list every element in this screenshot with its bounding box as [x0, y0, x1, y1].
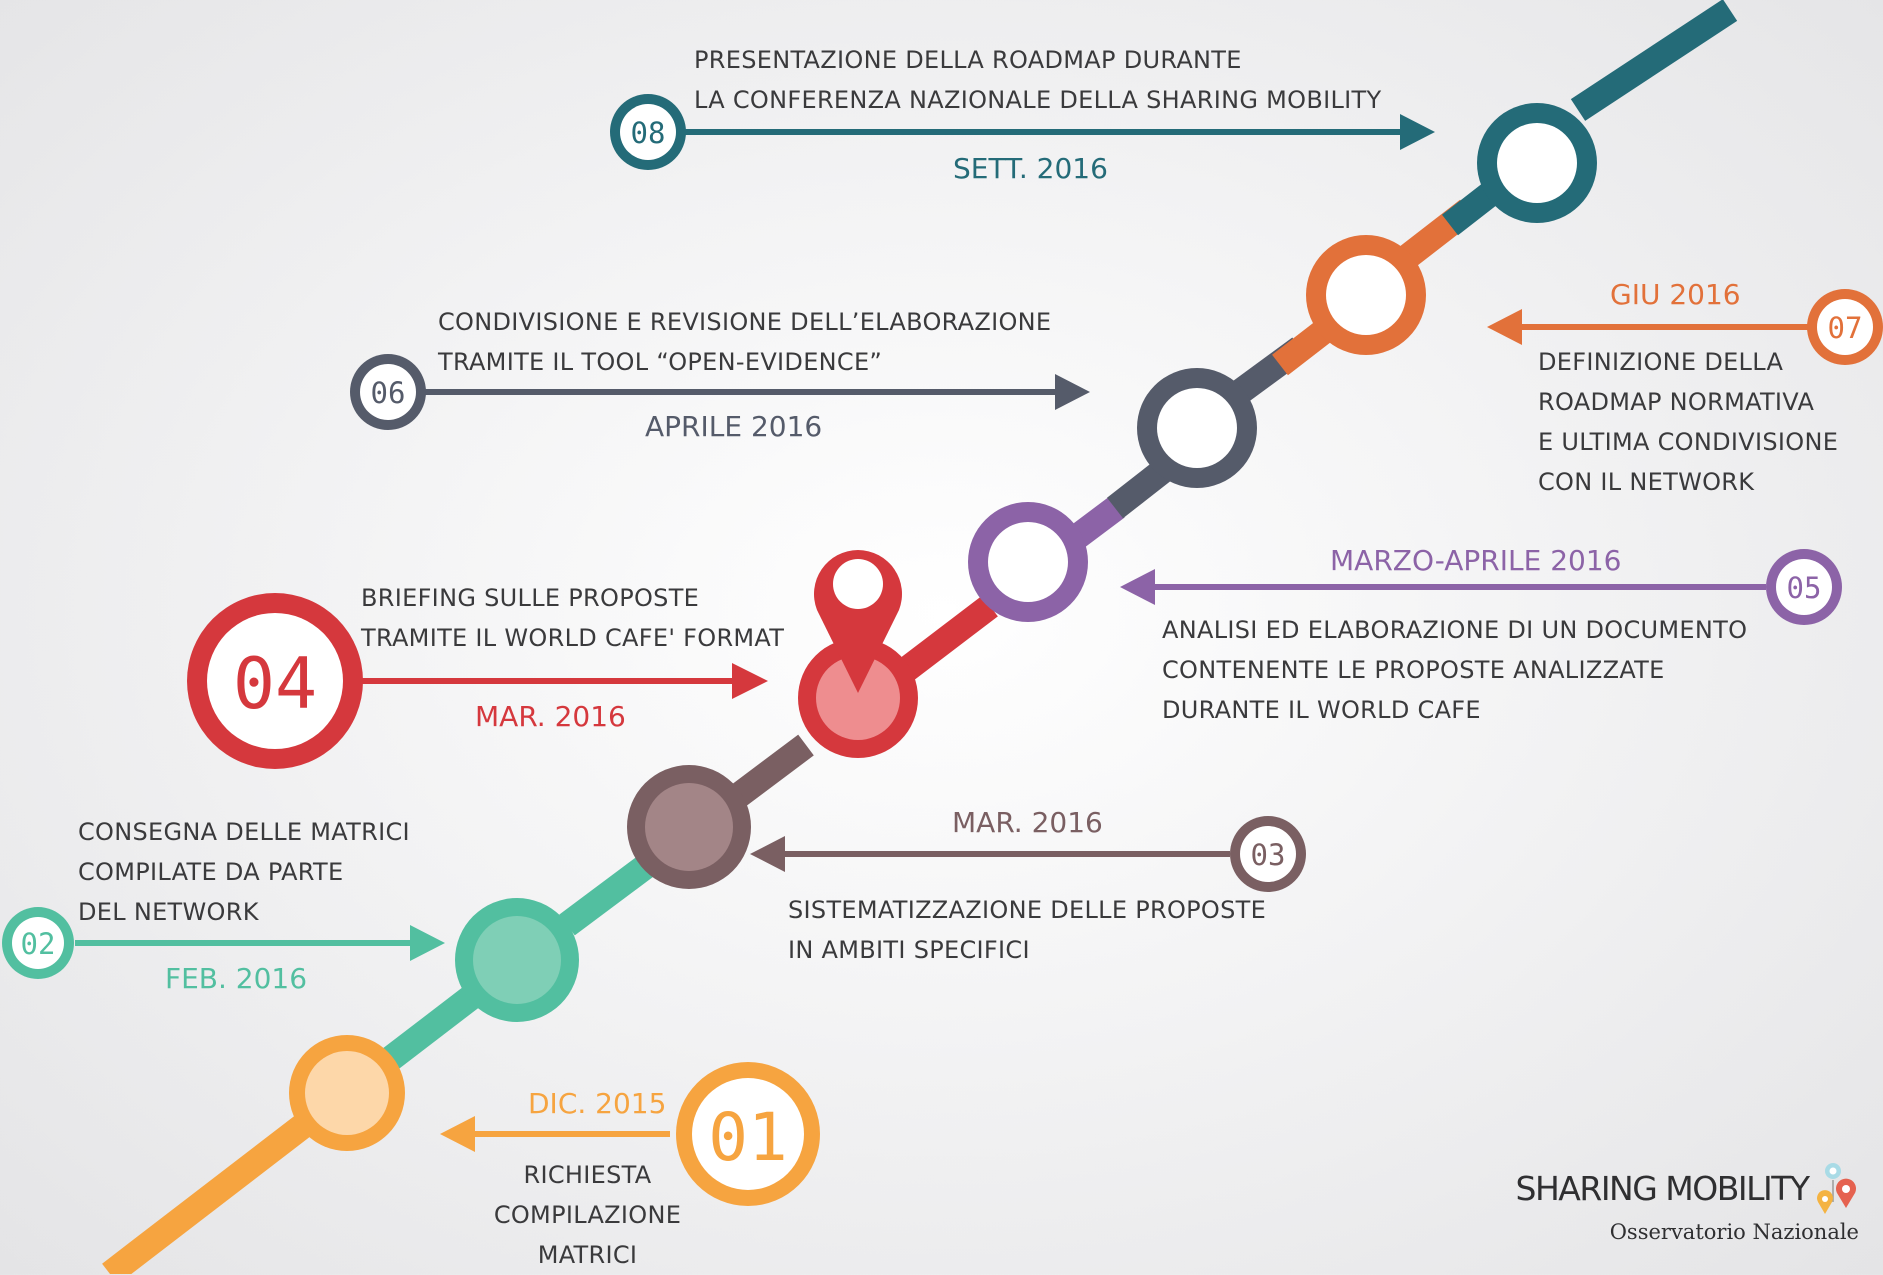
step-08-number: 08 [631, 116, 666, 150]
step-02-line-3: DEL NETWORK [78, 898, 259, 926]
step-06-line-1: CONDIVISIONE E REVISIONE DELL’ELABORAZIO… [438, 308, 1052, 336]
brand-title: SHARING MOBILITY [1515, 1168, 1811, 1208]
step-03-line-2: IN AMBITI SPECIFICI [788, 936, 1030, 964]
connector-08 [610, 94, 1435, 170]
step-01-description: RICHIESTA COMPILAZIONE MATRICI [490, 1155, 685, 1275]
connector-06 [350, 354, 1090, 430]
step-02-date: FEB. 2016 [165, 962, 308, 995]
step-06-number: 06 [371, 376, 406, 410]
step-04-line-2: TRAMITE IL WORLD CAFE' FORMAT [361, 624, 785, 652]
step-04-description: BRIEFING SULLE PROPOSTE TRAMITE IL WORLD… [361, 578, 784, 658]
step-02-line-2: COMPILATE DA PARTE [78, 858, 344, 886]
timeline-node-07 [1306, 235, 1426, 355]
timeline-node-03 [627, 765, 751, 889]
step-01-line-3: MATRICI [537, 1241, 638, 1269]
connector-07 [1487, 289, 1883, 365]
step-05-line-3: DURANTE IL WORLD CAFE [1162, 696, 1481, 724]
connector-04 [187, 593, 768, 769]
connector-02 [2, 907, 445, 979]
step-04-number: 04 [233, 643, 317, 725]
step-04-date: MAR. 2016 [475, 700, 626, 733]
step-03-description: SISTEMATIZZAZIONE DELLE PROPOSTE IN AMBI… [788, 890, 1266, 970]
balloon-pins-icon [1817, 1163, 1856, 1214]
step-07-date: GIU 2016 [1610, 278, 1741, 311]
step-05-line-2: CONTENENTE LE PROPOSTE ANALIZZATE [1162, 656, 1665, 684]
step-06-description: CONDIVISIONE E REVISIONE DELL’ELABORAZIO… [438, 302, 1051, 382]
connector-03 [750, 816, 1306, 892]
timeline-node-05 [968, 502, 1088, 622]
step-08-date: SETT. 2016 [953, 152, 1108, 185]
step-01-line-1: RICHIESTA [523, 1161, 652, 1189]
step-05-line-1: ANALISI ED ELABORAZIONE DI UN DOCUMENTO [1162, 616, 1748, 644]
timeline-node-04 [798, 638, 918, 758]
step-06-line-2: TRAMITE IL TOOL “OPEN-EVIDENCE” [438, 348, 883, 376]
step-08-line-2: LA CONFERENZA NAZIONALE DELLA SHARING MO… [694, 86, 1382, 114]
timeline-node-02 [455, 898, 579, 1022]
step-01-date: DIC. 2015 [528, 1087, 667, 1120]
step-07-line-1: DEFINIZIONE DELLA [1538, 348, 1784, 376]
step-07-line-4: CON IL NETWORK [1538, 468, 1755, 496]
brand-logo: SHARING MOBILITY Osservatorio Nazionale [1516, 1158, 1861, 1244]
step-07-line-3: E ULTIMA CONDIVISIONE [1538, 428, 1839, 456]
step-08-line-1: PRESENTAZIONE DELLA ROADMAP DURANTE [694, 46, 1242, 74]
step-02-number: 02 [21, 927, 56, 961]
brand-subtitle: Osservatorio Nazionale [1609, 1220, 1859, 1244]
step-07-description: DEFINIZIONE DELLA ROADMAP NORMATIVA E UL… [1538, 342, 1838, 502]
step-03-line-1: SISTEMATIZZAZIONE DELLE PROPOSTE [788, 896, 1267, 924]
step-02-description: CONSEGNA DELLE MATRICI COMPILATE DA PART… [78, 812, 410, 932]
timeline-node-08 [1477, 103, 1597, 223]
step-08-description: PRESENTAZIONE DELLA ROADMAP DURANTE LA C… [694, 40, 1381, 120]
timeline-node-01 [289, 1035, 405, 1151]
map-pin-icon [813, 550, 902, 693]
step-01-line-2: COMPILAZIONE [493, 1201, 682, 1229]
connector-05 [1120, 549, 1842, 625]
step-01-number: 01 [708, 1099, 787, 1176]
step-04-line-1: BRIEFING SULLE PROPOSTE [361, 584, 700, 612]
step-06-date: APRILE 2016 [645, 410, 823, 443]
step-03-date: MAR. 2016 [952, 806, 1103, 839]
timeline-node-06 [1137, 368, 1257, 488]
step-03-number: 03 [1251, 838, 1286, 872]
step-02-line-1: CONSEGNA DELLE MATRICI [78, 818, 410, 846]
step-05-date: MARZO-APRILE 2016 [1330, 544, 1622, 577]
connector-01 [440, 1062, 820, 1206]
step-07-line-2: ROADMAP NORMATIVA [1538, 388, 1815, 416]
step-05-number: 05 [1787, 571, 1822, 605]
step-07-number: 07 [1828, 311, 1863, 345]
step-05-description: ANALISI ED ELABORAZIONE DI UN DOCUMENTO … [1162, 610, 1747, 730]
